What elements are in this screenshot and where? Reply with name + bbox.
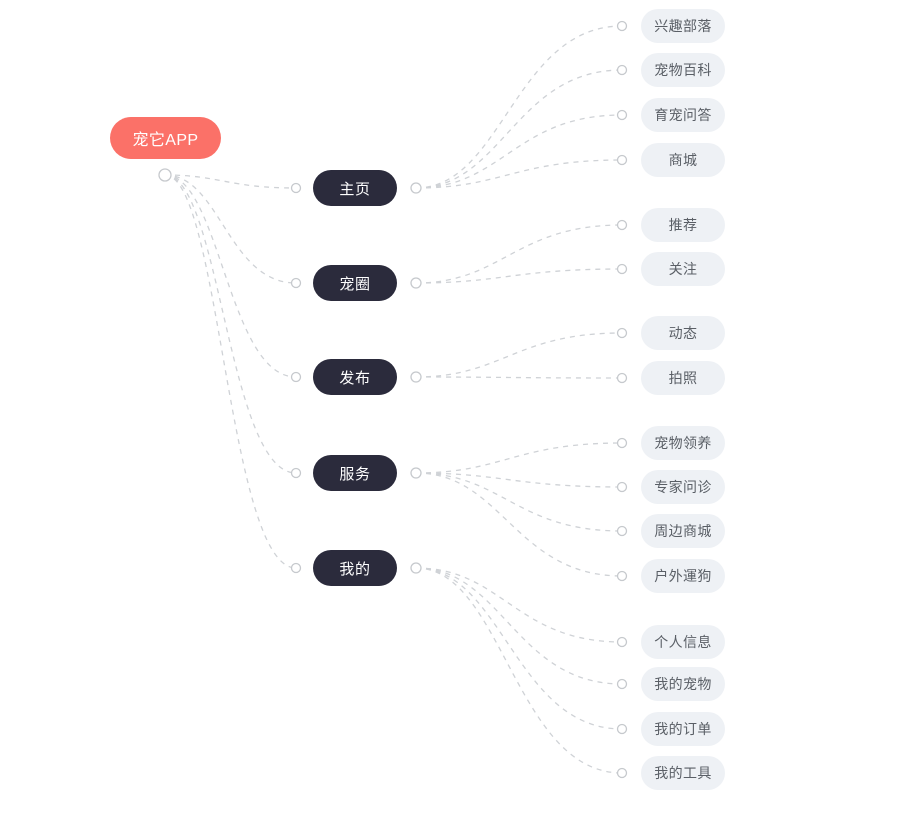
leaf-node-1-1[interactable]: 关注 — [641, 252, 725, 286]
branch-node-3-label: 服务 — [339, 465, 371, 483]
edge-root-to-branch-1 — [164, 174, 297, 284]
branch-2-in-port[interactable] — [290, 371, 302, 383]
leaf-0-1-port[interactable] — [616, 64, 628, 76]
root-node-label: 宠它APP — [132, 132, 199, 149]
leaf-1-1-port[interactable] — [616, 263, 628, 275]
branch-1-in-port[interactable] — [290, 277, 302, 289]
branch-1-out-port[interactable] — [410, 277, 422, 289]
leaf-node-1-1-label: 关注 — [668, 261, 698, 277]
branch-4-in-port[interactable] — [290, 562, 302, 574]
edge-branch-4-to-leaf-2 — [415, 567, 623, 730]
root-out-port[interactable] — [158, 168, 172, 182]
edge-branch-0-to-leaf-2 — [415, 114, 623, 189]
leaf-node-4-2[interactable]: 我的订单 — [641, 712, 725, 746]
leaf-node-3-2-label: 周边商城 — [654, 523, 712, 539]
branch-3-in-port[interactable] — [290, 467, 302, 479]
leaf-0-0-port[interactable] — [616, 20, 628, 32]
edge-branch-0-to-leaf-0 — [415, 25, 623, 189]
leaf-node-3-1[interactable]: 专家问诊 — [641, 470, 725, 504]
leaf-3-1-port[interactable] — [616, 481, 628, 493]
leaf-node-4-2-label: 我的订单 — [654, 721, 712, 737]
leaf-node-4-3-label: 我的工具 — [654, 765, 712, 781]
branch-node-3[interactable]: 服务 — [313, 455, 397, 491]
leaf-node-0-3[interactable]: 商城 — [641, 143, 725, 177]
leaf-1-0-port[interactable] — [616, 219, 628, 231]
edge-branch-3-to-leaf-1 — [415, 472, 623, 488]
edge-branch-1-to-leaf-1 — [415, 268, 623, 284]
branch-node-1-label: 宠圈 — [339, 275, 371, 293]
leaf-node-4-1[interactable]: 我的宠物 — [641, 667, 725, 701]
leaf-node-4-1-label: 我的宠物 — [654, 676, 712, 692]
edge-branch-4-to-leaf-1 — [415, 567, 623, 685]
branch-0-in-port[interactable] — [290, 182, 302, 194]
leaf-node-0-3-label: 商城 — [668, 152, 698, 168]
branch-node-2[interactable]: 发布 — [313, 359, 397, 395]
edge-layer — [164, 25, 623, 774]
branch-node-0-label: 主页 — [339, 180, 371, 198]
leaf-node-2-0[interactable]: 动态 — [641, 316, 725, 350]
edge-branch-0-to-leaf-1 — [415, 69, 623, 189]
leaf-2-0-port[interactable] — [616, 327, 628, 339]
edge-branch-3-to-leaf-2 — [415, 472, 623, 532]
leaf-node-2-1-label: 拍照 — [668, 370, 698, 386]
leaf-node-0-0[interactable]: 兴趣部落 — [641, 9, 725, 43]
branch-node-2-label: 发布 — [339, 369, 371, 387]
branch-node-1[interactable]: 宠圈 — [313, 265, 397, 301]
branch-node-0[interactable]: 主页 — [313, 170, 397, 206]
leaf-node-3-0[interactable]: 宠物领养 — [641, 426, 725, 460]
edge-branch-1-to-leaf-0 — [415, 224, 623, 284]
port-layer — [158, 20, 628, 779]
leaf-0-2-port[interactable] — [616, 109, 628, 121]
leaf-node-0-2[interactable]: 育宠问答 — [641, 98, 725, 132]
leaf-3-2-port[interactable] — [616, 525, 628, 537]
edge-root-to-branch-4 — [164, 174, 297, 569]
branch-node-4-label: 我的 — [339, 560, 371, 578]
leaf-node-2-1[interactable]: 拍照 — [641, 361, 725, 395]
leaf-2-1-port[interactable] — [616, 372, 628, 384]
branch-4-out-port[interactable] — [410, 562, 422, 574]
leaf-node-3-1-label: 专家问诊 — [654, 479, 712, 495]
leaf-3-3-port[interactable] — [616, 570, 628, 582]
leaf-node-3-3-label: 户外運狗 — [654, 568, 712, 584]
leaf-4-1-port[interactable] — [616, 678, 628, 690]
leaf-node-3-3[interactable]: 户外運狗 — [641, 559, 725, 593]
leaf-3-0-port[interactable] — [616, 437, 628, 449]
leaf-node-4-0[interactable]: 个人信息 — [641, 625, 725, 659]
leaf-node-4-0-label: 个人信息 — [654, 634, 712, 650]
leaf-node-0-1-label: 宠物百科 — [654, 62, 712, 78]
root-node[interactable]: 宠它APP — [110, 117, 221, 159]
leaf-node-1-0[interactable]: 推荐 — [641, 208, 725, 242]
edge-branch-2-to-leaf-0 — [415, 332, 623, 378]
edge-branch-2-to-leaf-1 — [415, 376, 623, 379]
edge-branch-0-to-leaf-3 — [415, 159, 623, 189]
leaf-node-0-2-label: 育宠问答 — [654, 107, 712, 123]
leaf-node-0-1[interactable]: 宠物百科 — [641, 53, 725, 87]
leaf-0-3-port[interactable] — [616, 154, 628, 166]
branch-0-out-port[interactable] — [410, 182, 422, 194]
leaf-node-2-0-label: 动态 — [668, 325, 698, 341]
edge-branch-4-to-leaf-3 — [415, 567, 623, 774]
leaf-node-0-0-label: 兴趣部落 — [654, 18, 712, 34]
edge-root-to-branch-0 — [164, 174, 297, 189]
leaf-4-3-port[interactable] — [616, 767, 628, 779]
branch-3-out-port[interactable] — [410, 467, 422, 479]
leaf-node-1-0-label: 推荐 — [668, 217, 698, 233]
leaf-4-0-port[interactable] — [616, 636, 628, 648]
branch-node-4[interactable]: 我的 — [313, 550, 397, 586]
leaf-node-3-2[interactable]: 周边商城 — [641, 514, 725, 548]
leaf-node-3-0-label: 宠物领养 — [654, 435, 712, 451]
leaf-node-4-3[interactable]: 我的工具 — [641, 756, 725, 790]
edge-root-to-branch-2 — [164, 174, 297, 378]
edge-root-to-branch-3 — [164, 174, 297, 474]
leaf-4-2-port[interactable] — [616, 723, 628, 735]
branch-2-out-port[interactable] — [410, 371, 422, 383]
edge-branch-4-to-leaf-0 — [415, 567, 623, 643]
edge-branch-3-to-leaf-3 — [415, 472, 623, 577]
edge-branch-3-to-leaf-0 — [415, 442, 623, 474]
